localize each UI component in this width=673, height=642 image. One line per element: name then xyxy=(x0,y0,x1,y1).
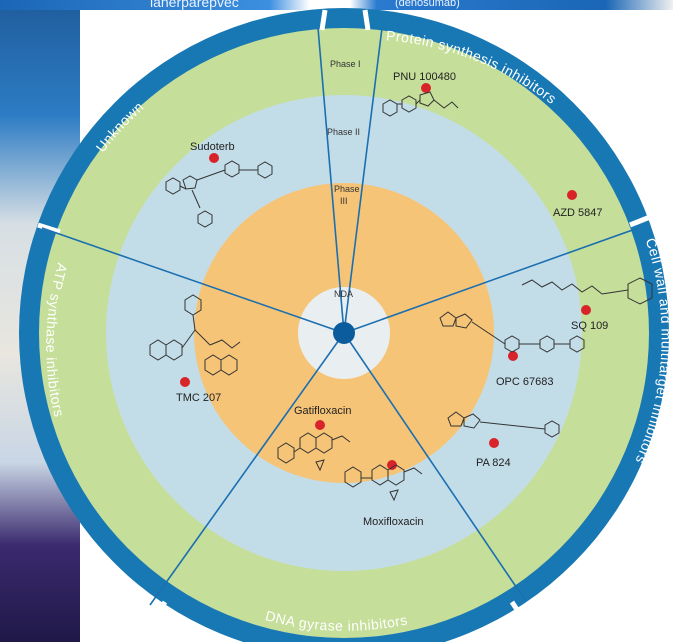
drug-marker-gati xyxy=(315,420,325,430)
structure-sq109 xyxy=(521,277,653,305)
structure-sudoterb xyxy=(165,160,273,228)
structure-tmc207 xyxy=(149,294,241,376)
nda-label: NDA xyxy=(334,289,353,299)
drug-marker-pnu xyxy=(421,83,431,93)
drug-label-tmc-207: TMC 207 xyxy=(176,392,221,404)
drug-label-pa-824: PA 824 xyxy=(476,457,511,469)
phase3-label-line2: III xyxy=(340,196,348,206)
background-top-strip xyxy=(0,0,673,10)
structure-gatifloxacin xyxy=(277,432,351,472)
outer-ring-gaps xyxy=(37,9,656,624)
drug-marker-azd xyxy=(567,190,577,200)
drug-label-moxifloxacin: Moxifloxacin xyxy=(363,516,424,528)
structure-opc xyxy=(439,311,585,353)
drug-marker-moxi xyxy=(387,460,397,470)
drug-marker-sq xyxy=(581,305,591,315)
phase2-label: Phase II xyxy=(327,127,360,137)
structure-pnu xyxy=(382,91,459,117)
drug-marker-tmc xyxy=(180,377,190,387)
top-caption-right: (denosumab) xyxy=(395,0,460,9)
drug-label-azd-5847: AZD 5847 xyxy=(553,207,603,219)
phase1-label: Phase I xyxy=(330,59,361,69)
drug-label-sudoterb: Sudoterb xyxy=(190,141,235,153)
structure-moxifloxacin xyxy=(344,464,423,502)
drug-label-opc-67683: OPC 67683 xyxy=(496,376,553,388)
drug-marker-opc xyxy=(508,351,518,361)
drug-label-gatifloxacin: Gatifloxacin xyxy=(294,405,351,417)
segment-dividers xyxy=(41,27,639,606)
structure-pa824 xyxy=(447,411,560,438)
drug-label-sq-109: SQ 109 xyxy=(571,320,608,332)
phase3-label-line1: Phase xyxy=(334,184,360,194)
drug-marker-sudoterb xyxy=(209,153,219,163)
hub xyxy=(333,322,355,344)
drug-marker-pa xyxy=(489,438,499,448)
top-caption-left: lanerparepvec xyxy=(150,0,239,10)
drug-label-pnu-100480: PNU 100480 xyxy=(393,71,456,83)
